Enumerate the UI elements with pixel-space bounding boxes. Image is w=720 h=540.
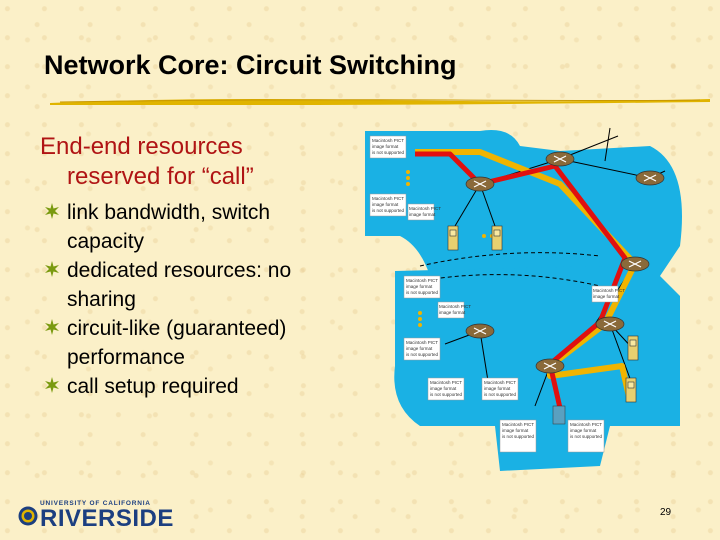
svg-text:is not supported: is not supported — [406, 290, 439, 295]
bullet-item: circuit-like (guaranteed) performance — [40, 314, 350, 372]
svg-text:Macintosh PICT: Macintosh PICT — [372, 196, 404, 201]
page-number: 29 — [660, 507, 672, 518]
lead-line-1: End-end resources — [40, 133, 243, 160]
logo-main-text: RIVERSIDE — [40, 505, 174, 532]
pict-placeholder-text: Macintosh PICT — [372, 138, 404, 143]
starburst-bullet-icon — [45, 203, 59, 219]
svg-text:Macintosh PICT: Macintosh PICT — [439, 304, 471, 309]
lead-text: End-end resources reserved for “call” — [40, 132, 350, 192]
svg-text:image format: image format — [409, 212, 436, 217]
workstation-icons — [447, 225, 639, 403]
slide-body: End-end resources reserved for “call” li… — [40, 132, 350, 401]
svg-text:image format: image format — [439, 310, 466, 315]
svg-text:image format: image format — [484, 386, 511, 391]
svg-text:image format: image format — [406, 284, 433, 289]
bullet-text: link bandwidth, switch capacity — [67, 201, 271, 253]
bullet-text: circuit-like (guaranteed) performance — [67, 317, 287, 369]
svg-text:image format: image format — [430, 386, 457, 391]
svg-text:image format: image format — [593, 294, 620, 299]
starburst-bullet-icon — [45, 319, 59, 335]
circuit-switching-diagram: Macintosh PICT image format is not suppo… — [365, 127, 682, 471]
uc-seal-icon — [18, 506, 38, 526]
lead-line-2: reserved for “call” — [67, 163, 254, 190]
bullet-item: link bandwidth, switch capacity — [40, 198, 350, 256]
svg-text:is not supported: is not supported — [502, 434, 535, 439]
router-icons — [465, 151, 665, 374]
svg-text:Macintosh PICT: Macintosh PICT — [484, 380, 516, 385]
svg-text:is not supported: is not supported — [430, 392, 463, 397]
slide-title: Network Core: Circuit Switching — [44, 50, 457, 80]
end-host-box — [552, 405, 566, 425]
svg-text:Macintosh PICT: Macintosh PICT — [502, 422, 534, 427]
logo-top-text: UNIVERSITY OF CALIFORNIA — [40, 500, 151, 507]
svg-text:Macintosh PICT: Macintosh PICT — [409, 206, 441, 211]
bullet-list: link bandwidth, switch capacity dedicate… — [40, 198, 350, 401]
svg-text:Macintosh PICT: Macintosh PICT — [570, 422, 602, 427]
title-underline — [50, 99, 710, 105]
svg-text:Macintosh PICT: Macintosh PICT — [593, 288, 625, 293]
uc-riverside-logo: UNIVERSITY OF CALIFORNIA RIVERSIDE — [18, 500, 183, 532]
svg-text:is not supported: is not supported — [372, 150, 405, 155]
svg-text:Macintosh PICT: Macintosh PICT — [406, 340, 438, 345]
starburst-bullet-icon — [45, 261, 59, 277]
svg-text:is not supported: is not supported — [570, 434, 603, 439]
circuit-path-red — [415, 151, 628, 409]
svg-text:image format: image format — [570, 428, 597, 433]
svg-text:is not supported: is not supported — [406, 352, 439, 357]
svg-text:image format: image format — [406, 346, 433, 351]
svg-text:is not supported: is not supported — [484, 392, 517, 397]
network-cloud-upper — [365, 130, 682, 276]
starburst-bullet-icon — [45, 377, 59, 393]
bullet-text: call setup required — [67, 375, 239, 398]
svg-text:Macintosh PICT: Macintosh PICT — [406, 278, 438, 283]
svg-text:image format: image format — [372, 144, 399, 149]
bullet-item: dedicated resources: no sharing — [40, 256, 350, 314]
svg-text:image format: image format — [502, 428, 529, 433]
svg-text:image format: image format — [372, 202, 399, 207]
bullet-item: call setup required — [40, 372, 350, 401]
svg-text:Macintosh PICT: Macintosh PICT — [430, 380, 462, 385]
pict-placeholder-images: Macintosh PICT image format is not suppo… — [369, 135, 625, 453]
bullet-text: dedicated resources: no sharing — [67, 259, 292, 311]
svg-text:is not supported: is not supported — [372, 208, 405, 213]
